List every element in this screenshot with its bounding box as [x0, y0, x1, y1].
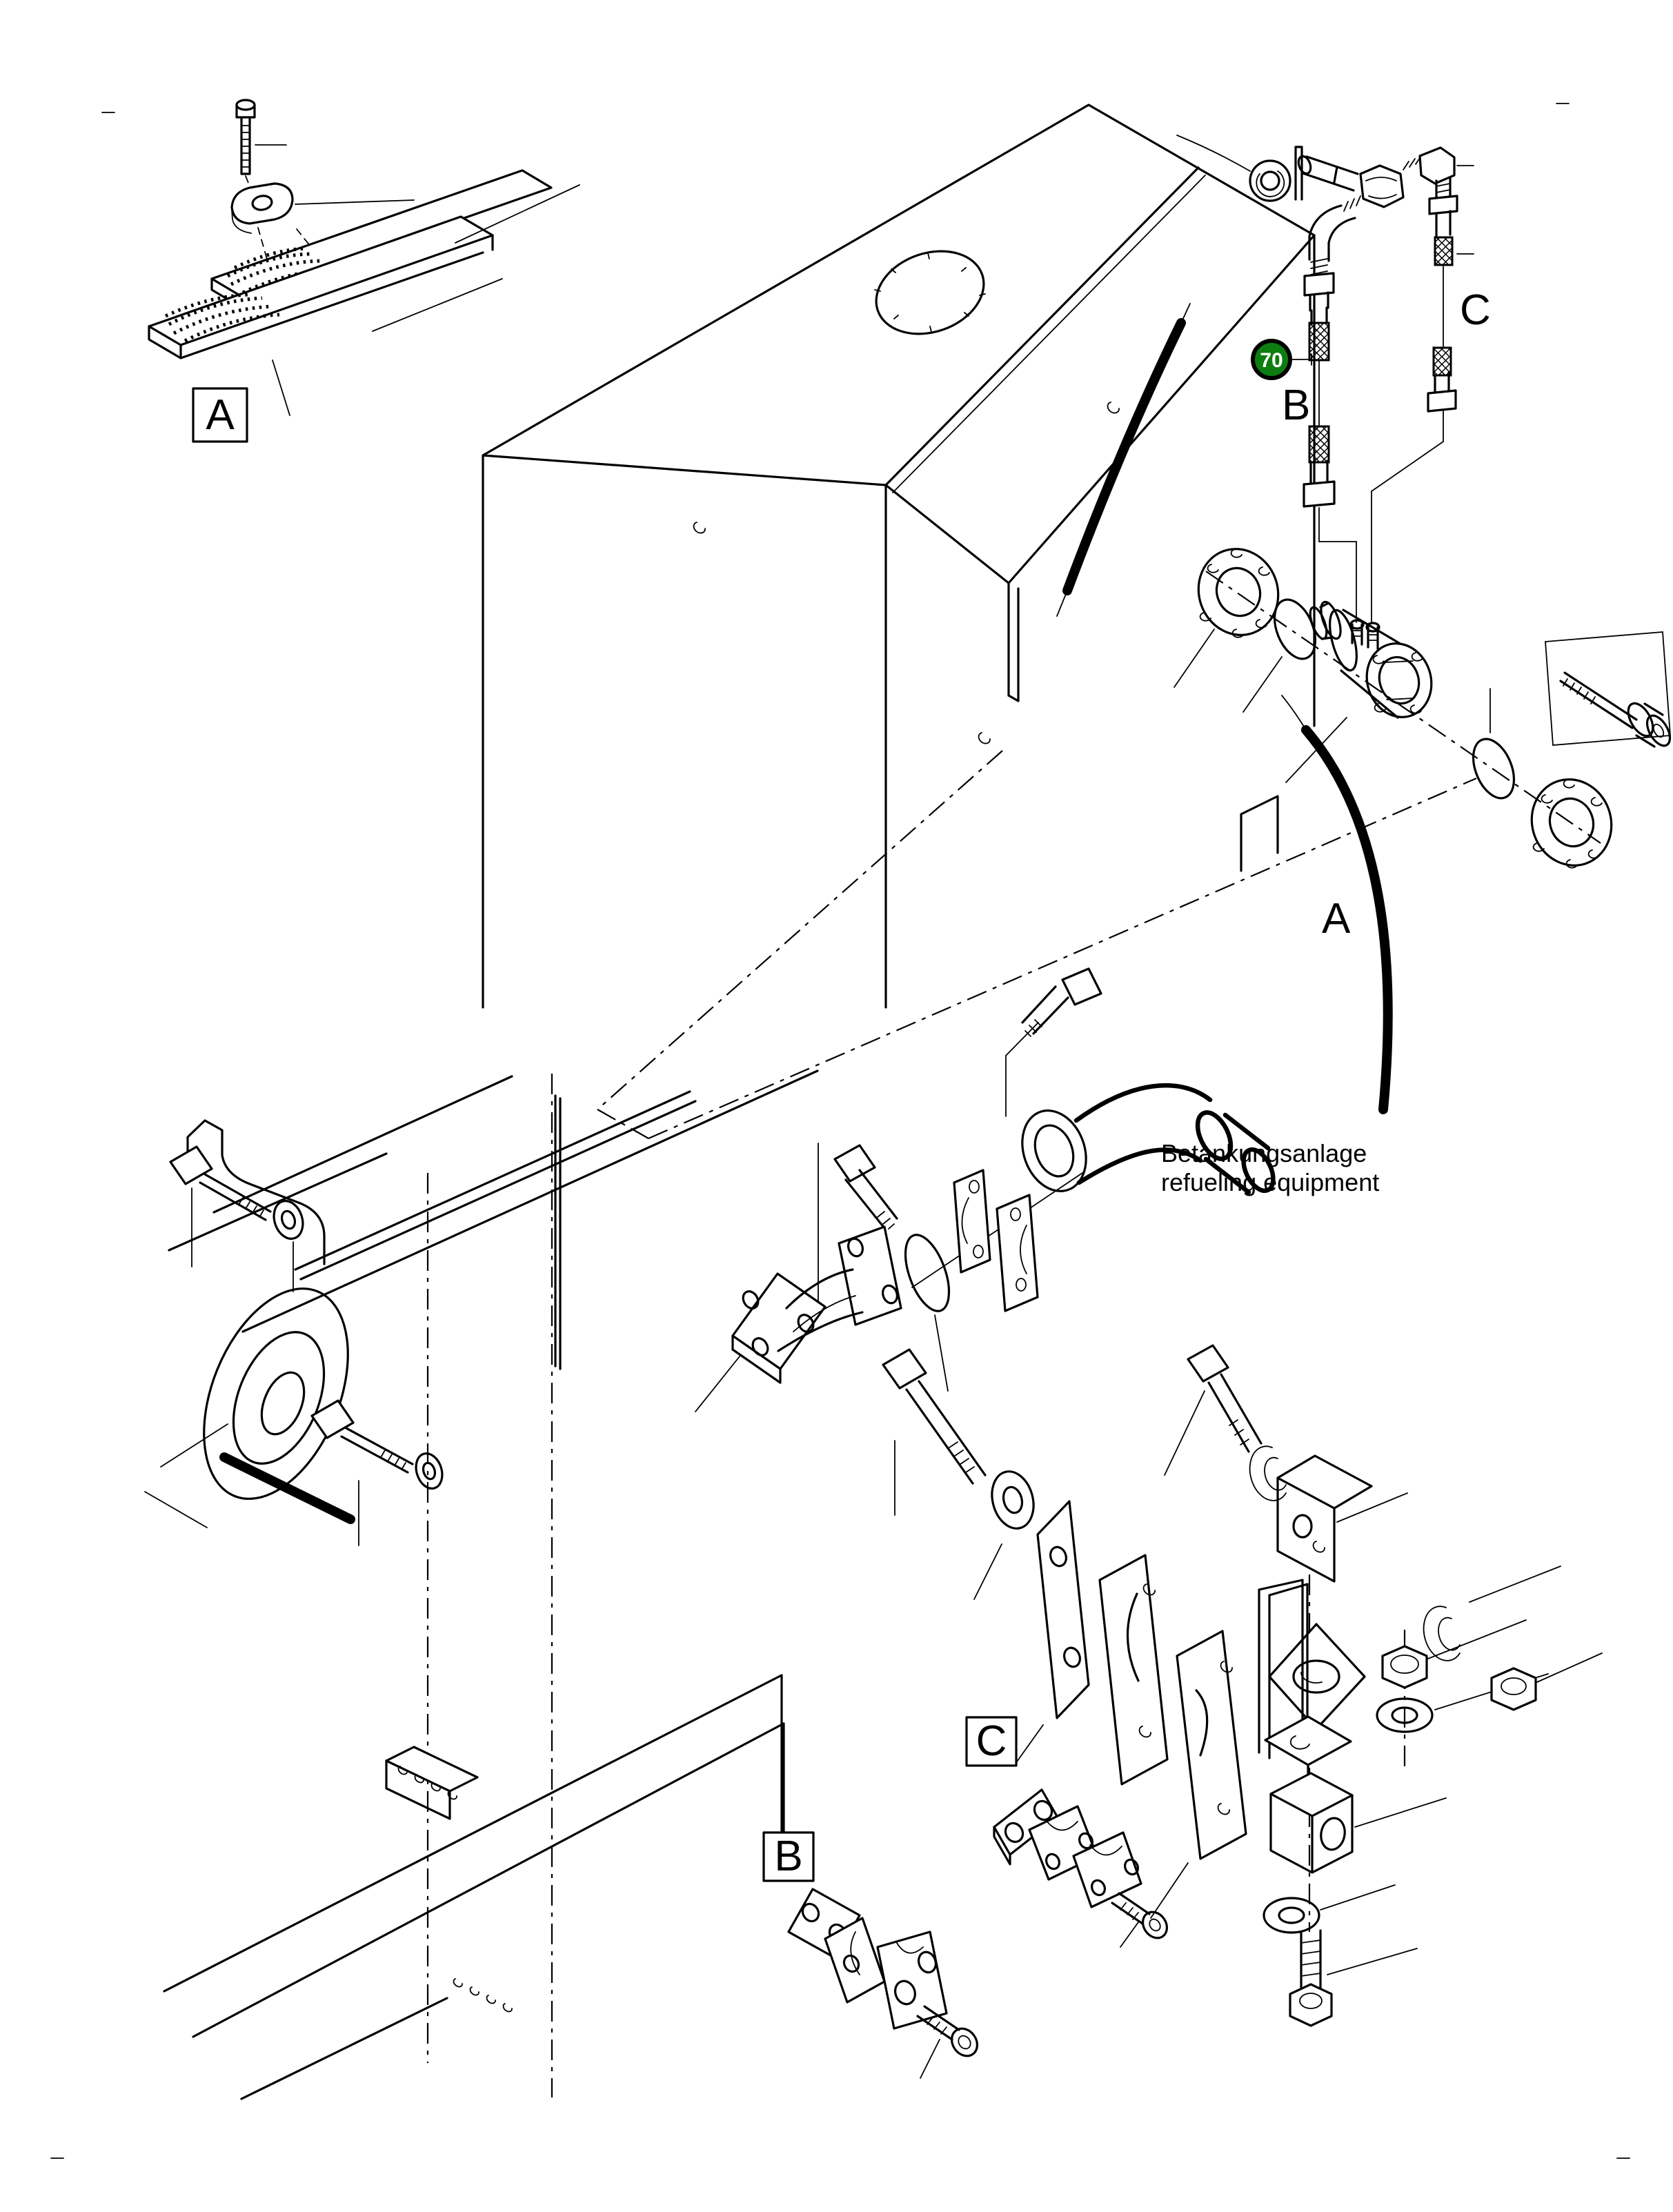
- channel-bracket: [1258, 1579, 1352, 1777]
- gasket: [904, 1234, 951, 1312]
- angle-bracket: [1276, 1454, 1408, 1583]
- bracket-bolt-vertical: [1289, 1929, 1418, 2027]
- clamp-assembly-c: C: [965, 1716, 1169, 1948]
- fuel-tank: [482, 103, 1316, 1009]
- detail-b-label: B: [762, 1831, 815, 1882]
- machine-frame: [144, 1069, 819, 2100]
- diag-hex-nut: [1469, 1566, 1603, 1711]
- detail-c-label: C: [965, 1716, 1018, 1767]
- detail-a-letter: A: [206, 391, 235, 439]
- leader-swoosh: [1301, 725, 1393, 1114]
- annotation: Betankungsanlage refueling equipment: [1161, 1139, 1379, 1196]
- clamp-block-1: [1098, 1554, 1169, 1786]
- lock-washer-1: [1249, 1445, 1287, 1501]
- detail-b-letter: B: [774, 1833, 802, 1880]
- hose-b: [1303, 272, 1357, 623]
- hex-nut-washer: [1376, 1619, 1549, 1733]
- ref-label-c: C: [1460, 286, 1491, 334]
- detail-a-label: A: [192, 387, 248, 443]
- hose-route-highlight: [1062, 318, 1186, 595]
- bracket-bolt-2: [1164, 1344, 1263, 1476]
- square-nut-plate: [1268, 1623, 1366, 1730]
- clamp-block-2: [1150, 1630, 1247, 1919]
- step-clamp-plate: [230, 182, 415, 234]
- clamp-bolt-b: [916, 2005, 979, 2079]
- flange-left: [1174, 548, 1280, 688]
- callout-number: 70: [1260, 349, 1283, 372]
- annotation-line1: Betankungsanlage: [1161, 1139, 1367, 1167]
- clamp-bolt-c: [1111, 1892, 1169, 1948]
- frame-bolt-1: [169, 1145, 304, 1292]
- ref-label-b: B: [1282, 382, 1310, 429]
- step-plates-detail: [148, 99, 580, 416]
- elbow-fitting-left: [1308, 195, 1361, 275]
- detail-c-letter: C: [976, 1717, 1007, 1765]
- union-fitting: [1297, 155, 1405, 208]
- step-bolt: [235, 99, 287, 175]
- grommet: [1249, 159, 1291, 202]
- part-callout-70[interactable]: 70: [1251, 339, 1312, 380]
- lock-washer-2: [1423, 1606, 1461, 1661]
- hose-assembly: [1176, 135, 1474, 624]
- pipe-clamp-halves: [953, 1169, 1039, 1312]
- frame-bolt-2: [310, 1399, 444, 1546]
- elbow-fitting-right: [1403, 146, 1474, 215]
- valve-assembly: [1174, 548, 1672, 869]
- filler-neck: [874, 250, 986, 335]
- flanged-elbow: [695, 1225, 902, 1412]
- ref-label-a: A: [1322, 895, 1351, 942]
- angle-block: [1269, 1772, 1447, 1874]
- o-ring-right: [1472, 738, 1516, 800]
- trim-marks: [50, 103, 1630, 2159]
- elbow-fitting-assembly: [695, 967, 1276, 1412]
- bracket-assembly: [882, 1344, 1603, 2027]
- clamp-assembly-b: B: [762, 1831, 979, 2079]
- callout-circle: [1251, 339, 1292, 380]
- hose-flange-bend: [1021, 1083, 1276, 1195]
- elbow-bolt-left: [818, 1143, 898, 1303]
- hose-c: [1371, 210, 1474, 624]
- section-lines: [426, 750, 1477, 2097]
- flange-bolt: [1545, 631, 1672, 748]
- tread-plate-lower: [148, 215, 494, 359]
- mount-plate: [1015, 1500, 1090, 1764]
- elbow-bolt-upper: [1005, 967, 1102, 1117]
- flange-right: [1530, 778, 1613, 869]
- valve-body: [1285, 600, 1433, 783]
- annotation-line2: refueling equipment: [1161, 1168, 1379, 1196]
- bracket-bolt-1: [882, 1348, 987, 1516]
